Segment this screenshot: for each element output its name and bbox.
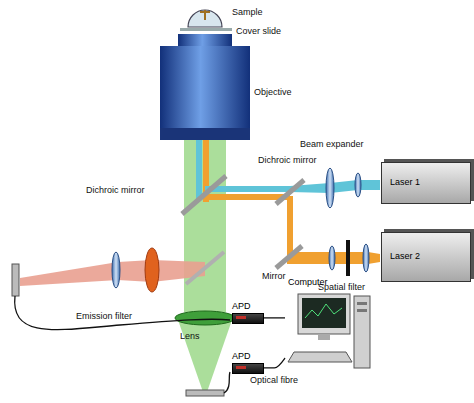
- node-label: APD: [232, 302, 251, 312]
- part-label: Dichroic mirror: [86, 186, 145, 196]
- lens: [355, 173, 361, 197]
- part-label: Optical fibre: [250, 376, 298, 386]
- pinhole: [186, 390, 224, 396]
- lens: [112, 252, 120, 288]
- laser-box: Laser 2: [381, 232, 471, 282]
- lens: [363, 244, 369, 272]
- optical-fibre: [15, 296, 230, 330]
- node-label: Laser 1: [390, 178, 420, 188]
- excitation-beams: [196, 140, 380, 264]
- part-label: Objective: [254, 88, 292, 98]
- computer-drawing: [288, 294, 370, 368]
- node-label: APD: [232, 352, 251, 362]
- part-label: Emission filter: [76, 312, 132, 322]
- objective: [160, 34, 250, 140]
- node-label: Laser 2: [390, 252, 420, 262]
- cover-slide: [180, 28, 232, 31]
- apd-detector: APD: [232, 352, 264, 374]
- part-label: Lens: [180, 332, 200, 342]
- lens: [326, 168, 334, 208]
- apd-body: [232, 363, 264, 374]
- part-label: Sample: [232, 8, 263, 18]
- dichroic-mirror: [182, 176, 226, 214]
- pinhole: [346, 240, 350, 276]
- sample: [188, 10, 222, 27]
- node-label: Computer: [288, 278, 375, 288]
- data-cable: [264, 317, 285, 318]
- mirror: [276, 246, 302, 268]
- laser-box: Laser 1: [381, 162, 471, 204]
- sample-holder: [200, 10, 210, 20]
- apd-detector: APD: [232, 302, 264, 324]
- data-cable: [264, 358, 285, 368]
- dichroic-mirror: [186, 252, 224, 284]
- part-label: Mirror: [262, 272, 286, 282]
- lens: [175, 311, 235, 325]
- lens: [329, 246, 335, 270]
- apd-body: [232, 313, 264, 324]
- part-label: Dichroic mirror: [258, 156, 317, 166]
- computer: Computer: [285, 278, 375, 378]
- part-label: Beam expander: [300, 140, 364, 150]
- pinhole: [12, 264, 19, 296]
- part-label: Cover slide: [236, 27, 281, 37]
- optical-fibre: [224, 372, 230, 393]
- dichroic-mirror: [276, 180, 304, 204]
- emission-filter: [145, 248, 159, 292]
